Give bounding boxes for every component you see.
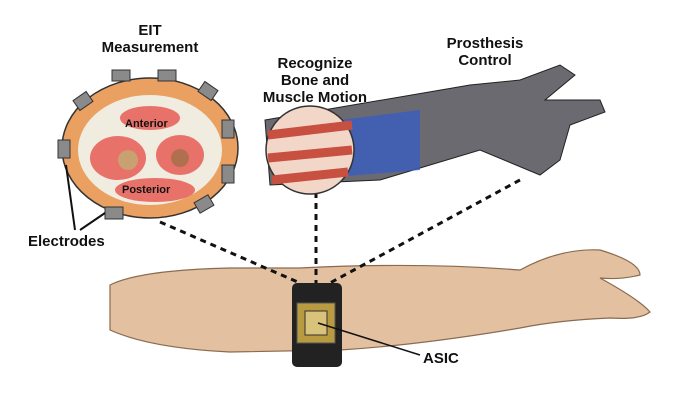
eit-line1: EIT bbox=[138, 22, 162, 39]
arm-cross-section bbox=[61, 77, 239, 219]
prosthesis-line2: Control bbox=[458, 52, 512, 69]
recognize-line2: Bone and bbox=[280, 72, 350, 89]
electrodes bbox=[57, 69, 235, 220]
anterior-label: Anterior bbox=[125, 118, 168, 130]
posterior-label: Posterior bbox=[122, 184, 171, 196]
eit-line2: Measurement bbox=[101, 39, 199, 56]
electrodes-label: Electrodes bbox=[28, 233, 105, 250]
muscle-fibers bbox=[267, 120, 353, 185]
electrode-arrows bbox=[65, 164, 106, 231]
recognize-line1: Recognize bbox=[277, 55, 353, 72]
prosthesis-line1: Prosthesis bbox=[446, 35, 524, 52]
asic-pointer bbox=[317, 322, 421, 356]
connector-lines bbox=[159, 178, 521, 285]
asic-label: ASIC bbox=[423, 350, 459, 367]
forearm bbox=[109, 249, 651, 353]
recognize-line3: Muscle Motion bbox=[262, 89, 368, 106]
